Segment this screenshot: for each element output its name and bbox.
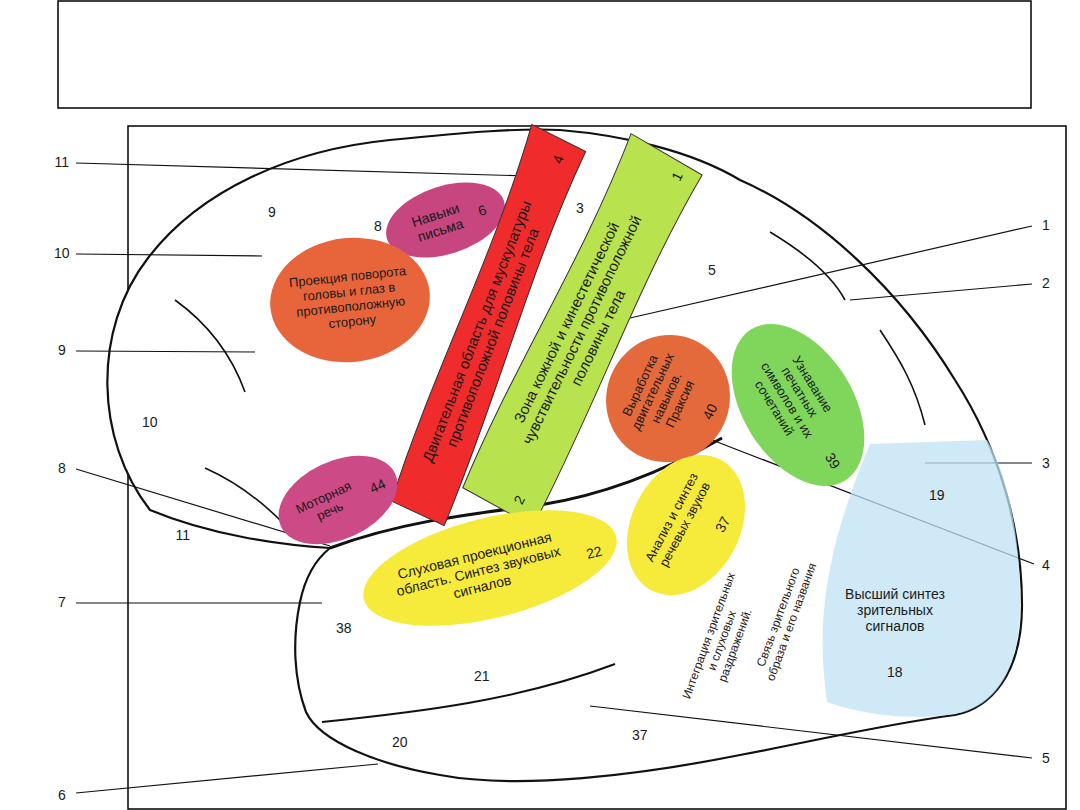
field-number: 9 — [266, 204, 278, 220]
area-text: Проекция поворота головы и глаз в против… — [286, 264, 414, 336]
callout-number: 7 — [56, 594, 68, 610]
field-number: 10 — [140, 414, 160, 430]
field-number: 38 — [334, 620, 354, 636]
parietal-sulcus — [880, 330, 925, 425]
callout-number: 5 — [1040, 750, 1052, 766]
leader-line — [76, 163, 528, 176]
frontal-sulcus — [205, 468, 282, 522]
field-number: 11 — [174, 527, 193, 543]
area-ellipse — [352, 488, 628, 648]
area-ellipse — [585, 314, 751, 482]
field-number: 21 — [472, 668, 492, 684]
area-number: 19 — [929, 488, 945, 503]
empty-title-frame — [58, 1, 1031, 108]
brain-area: Проекция поворота головы и глаз в против… — [263, 229, 437, 371]
frontal-sulcus — [175, 300, 245, 392]
callout-number: 11 — [53, 154, 72, 170]
callout-number: 3 — [1040, 455, 1052, 471]
callout-number: 4 — [1040, 557, 1052, 573]
area-region — [823, 440, 1020, 717]
leader-line — [630, 226, 1032, 318]
area-shape — [815, 430, 1045, 725]
field-number: 5 — [706, 262, 718, 278]
area-ellipse — [604, 434, 769, 615]
callout-number: 9 — [56, 342, 68, 358]
leader-line — [76, 602, 322, 603]
callout-number: 8 — [56, 460, 68, 476]
callout-number: 1 — [1040, 217, 1052, 233]
leader-line — [76, 764, 378, 793]
brain-area: Высший синтез зрительных сигналов 19 18 — [815, 430, 1045, 725]
parietal-sulcus — [770, 232, 845, 300]
brain-outline — [107, 129, 1022, 781]
field-number: 8 — [372, 218, 384, 234]
area-number: 18 — [887, 665, 903, 680]
leader-line — [76, 254, 262, 256]
area-text: Высший синтез зрительных сигналов — [830, 586, 960, 634]
field-number: 3 — [576, 200, 584, 216]
callout-number: 10 — [52, 245, 72, 261]
leader-line — [590, 706, 1032, 758]
field-number: 20 — [390, 734, 410, 750]
area-ellipse — [264, 230, 436, 370]
leader-line — [850, 284, 1032, 300]
field-number: 37 — [630, 727, 650, 743]
area-ellipse — [264, 438, 411, 562]
temporal-sulcus — [322, 664, 615, 722]
leader-line — [76, 351, 255, 352]
callout-number: 6 — [56, 787, 68, 803]
callout-number: 2 — [1040, 275, 1052, 291]
